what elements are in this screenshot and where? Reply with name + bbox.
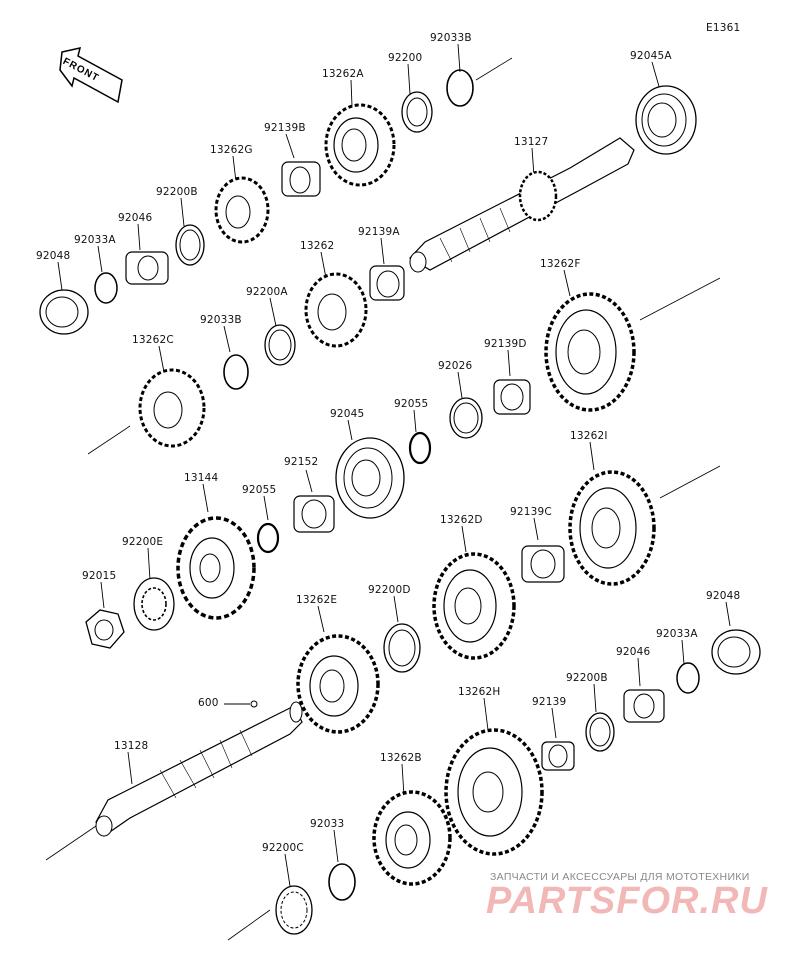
part-label-92033b[interactable]: 92033B (430, 32, 472, 44)
nut-92015 (85, 609, 125, 649)
washer-92026 (449, 397, 483, 439)
needle-bearing-92139b (281, 161, 321, 197)
part-label-13262a[interactable]: 13262A (322, 68, 364, 80)
lock-washer-92200e (133, 577, 175, 631)
gear-13262h (444, 728, 544, 856)
gear-13262i (568, 470, 656, 586)
part-label-92139b[interactable]: 92139B (264, 122, 306, 134)
part-label-92139c[interactable]: 92139C (510, 506, 552, 518)
part-label-92055-mid[interactable]: 92055 (242, 484, 277, 496)
part-label-92048-right[interactable]: 92048 (706, 590, 741, 602)
part-label-13262g[interactable]: 13262G (210, 144, 253, 156)
part-label-13144[interactable]: 13144 (184, 472, 219, 484)
part-label-13262h[interactable]: 13262H (458, 686, 501, 698)
part-label-13262i[interactable]: 13262I (570, 430, 608, 442)
part-label-13262f[interactable]: 13262F (540, 258, 581, 270)
circlip-92033a-top (94, 272, 118, 304)
part-label-92055[interactable]: 92055 (394, 398, 429, 410)
part-label-92015[interactable]: 92015 (82, 570, 117, 582)
leader-lines (57, 43, 731, 887)
o-ring-92055-top (408, 431, 432, 465)
part-label-13262c[interactable]: 13262C (132, 334, 174, 346)
washer-92200b-right (585, 712, 615, 752)
needle-bearing-92046-top (125, 251, 169, 285)
circlip-92033-bottom (328, 863, 356, 901)
part-label-92200b[interactable]: 92200B (156, 186, 198, 198)
washer-92200c (275, 885, 313, 935)
part-label-92046-right[interactable]: 92046 (616, 646, 651, 658)
shaft-13127 (409, 137, 635, 273)
part-label-92033b-mid[interactable]: 92033B (200, 314, 242, 326)
gear-13262e (296, 634, 380, 734)
washer-92200b-top (175, 224, 205, 266)
shaft-13128 (95, 701, 303, 837)
part-label-13262[interactable]: 13262 (300, 240, 335, 252)
bearing-92045a (635, 85, 697, 155)
circlip-92033b-mid (223, 354, 249, 390)
gear-13262a (324, 103, 396, 187)
gear-13262g (214, 176, 270, 244)
o-ring-92055-mid (256, 522, 280, 554)
part-label-92026[interactable]: 92026 (438, 360, 473, 372)
part-label-92200e[interactable]: 92200E (122, 536, 164, 548)
part-label-13262d[interactable]: 13262D (440, 514, 483, 526)
bushing-92139c (521, 545, 565, 583)
part-label-13128[interactable]: 13128 (114, 740, 149, 752)
washer-92200a (264, 324, 296, 366)
part-label-92033[interactable]: 92033 (310, 818, 345, 830)
part-label-92033a[interactable]: 92033A (74, 234, 116, 246)
part-label-13262e[interactable]: 13262E (296, 594, 338, 606)
needle-bearing-92046-right (623, 689, 665, 723)
part-label-13262b[interactable]: 13262B (380, 752, 422, 764)
part-label-92200[interactable]: 92200 (388, 52, 423, 64)
sprocket-13144 (176, 516, 256, 620)
gear-13262c (138, 368, 206, 448)
ring-92200 (401, 91, 433, 133)
part-label-92200c[interactable]: 92200C (262, 842, 304, 854)
diagram-code: E1361 (706, 22, 741, 34)
front-arrow-icon (59, 47, 123, 104)
part-label-92139[interactable]: 92139 (532, 696, 567, 708)
part-label-92200d[interactable]: 92200D (368, 584, 411, 596)
part-label-92033a-right[interactable]: 92033A (656, 628, 698, 640)
bushing-92139 (541, 741, 575, 771)
part-label-92139d[interactable]: 92139D (484, 338, 527, 350)
bearing-92045 (335, 437, 405, 519)
circlip-92033b-top (446, 69, 474, 107)
part-label-92046[interactable]: 92046 (118, 212, 153, 224)
bearing-92048-right (711, 629, 761, 675)
bushing-92139a (369, 265, 405, 301)
watermark-text: ЗАПЧАСТИ И АКСЕССУАРЫ ДЛЯ МОТОТЕХНИКИ (490, 871, 750, 883)
collar-92152 (293, 495, 335, 533)
part-label-13127[interactable]: 13127 (514, 136, 549, 148)
callout-600-dot (250, 700, 258, 708)
part-label-600[interactable]: 600 (198, 697, 219, 709)
gear-13262b (372, 790, 452, 886)
gear-13262 (304, 272, 368, 348)
part-label-92152[interactable]: 92152 (284, 456, 319, 468)
washer-92200d (383, 623, 421, 673)
bearing-92048-top (39, 289, 89, 335)
part-label-92045[interactable]: 92045 (330, 408, 365, 420)
circlip-92033a-right (676, 662, 700, 694)
part-label-92139a[interactable]: 92139A (358, 226, 400, 238)
axis-lines (45, 57, 721, 941)
part-label-92048[interactable]: 92048 (36, 250, 71, 262)
part-label-92200b-right[interactable]: 92200B (566, 672, 608, 684)
watermark-logo: PARTSFOR.RU (486, 880, 768, 922)
gear-13262d (432, 552, 516, 660)
gear-13262f (544, 292, 636, 412)
part-label-92045a[interactable]: 92045A (630, 50, 672, 62)
part-label-92200a[interactable]: 92200A (246, 286, 288, 298)
bushing-92139d (493, 379, 531, 415)
